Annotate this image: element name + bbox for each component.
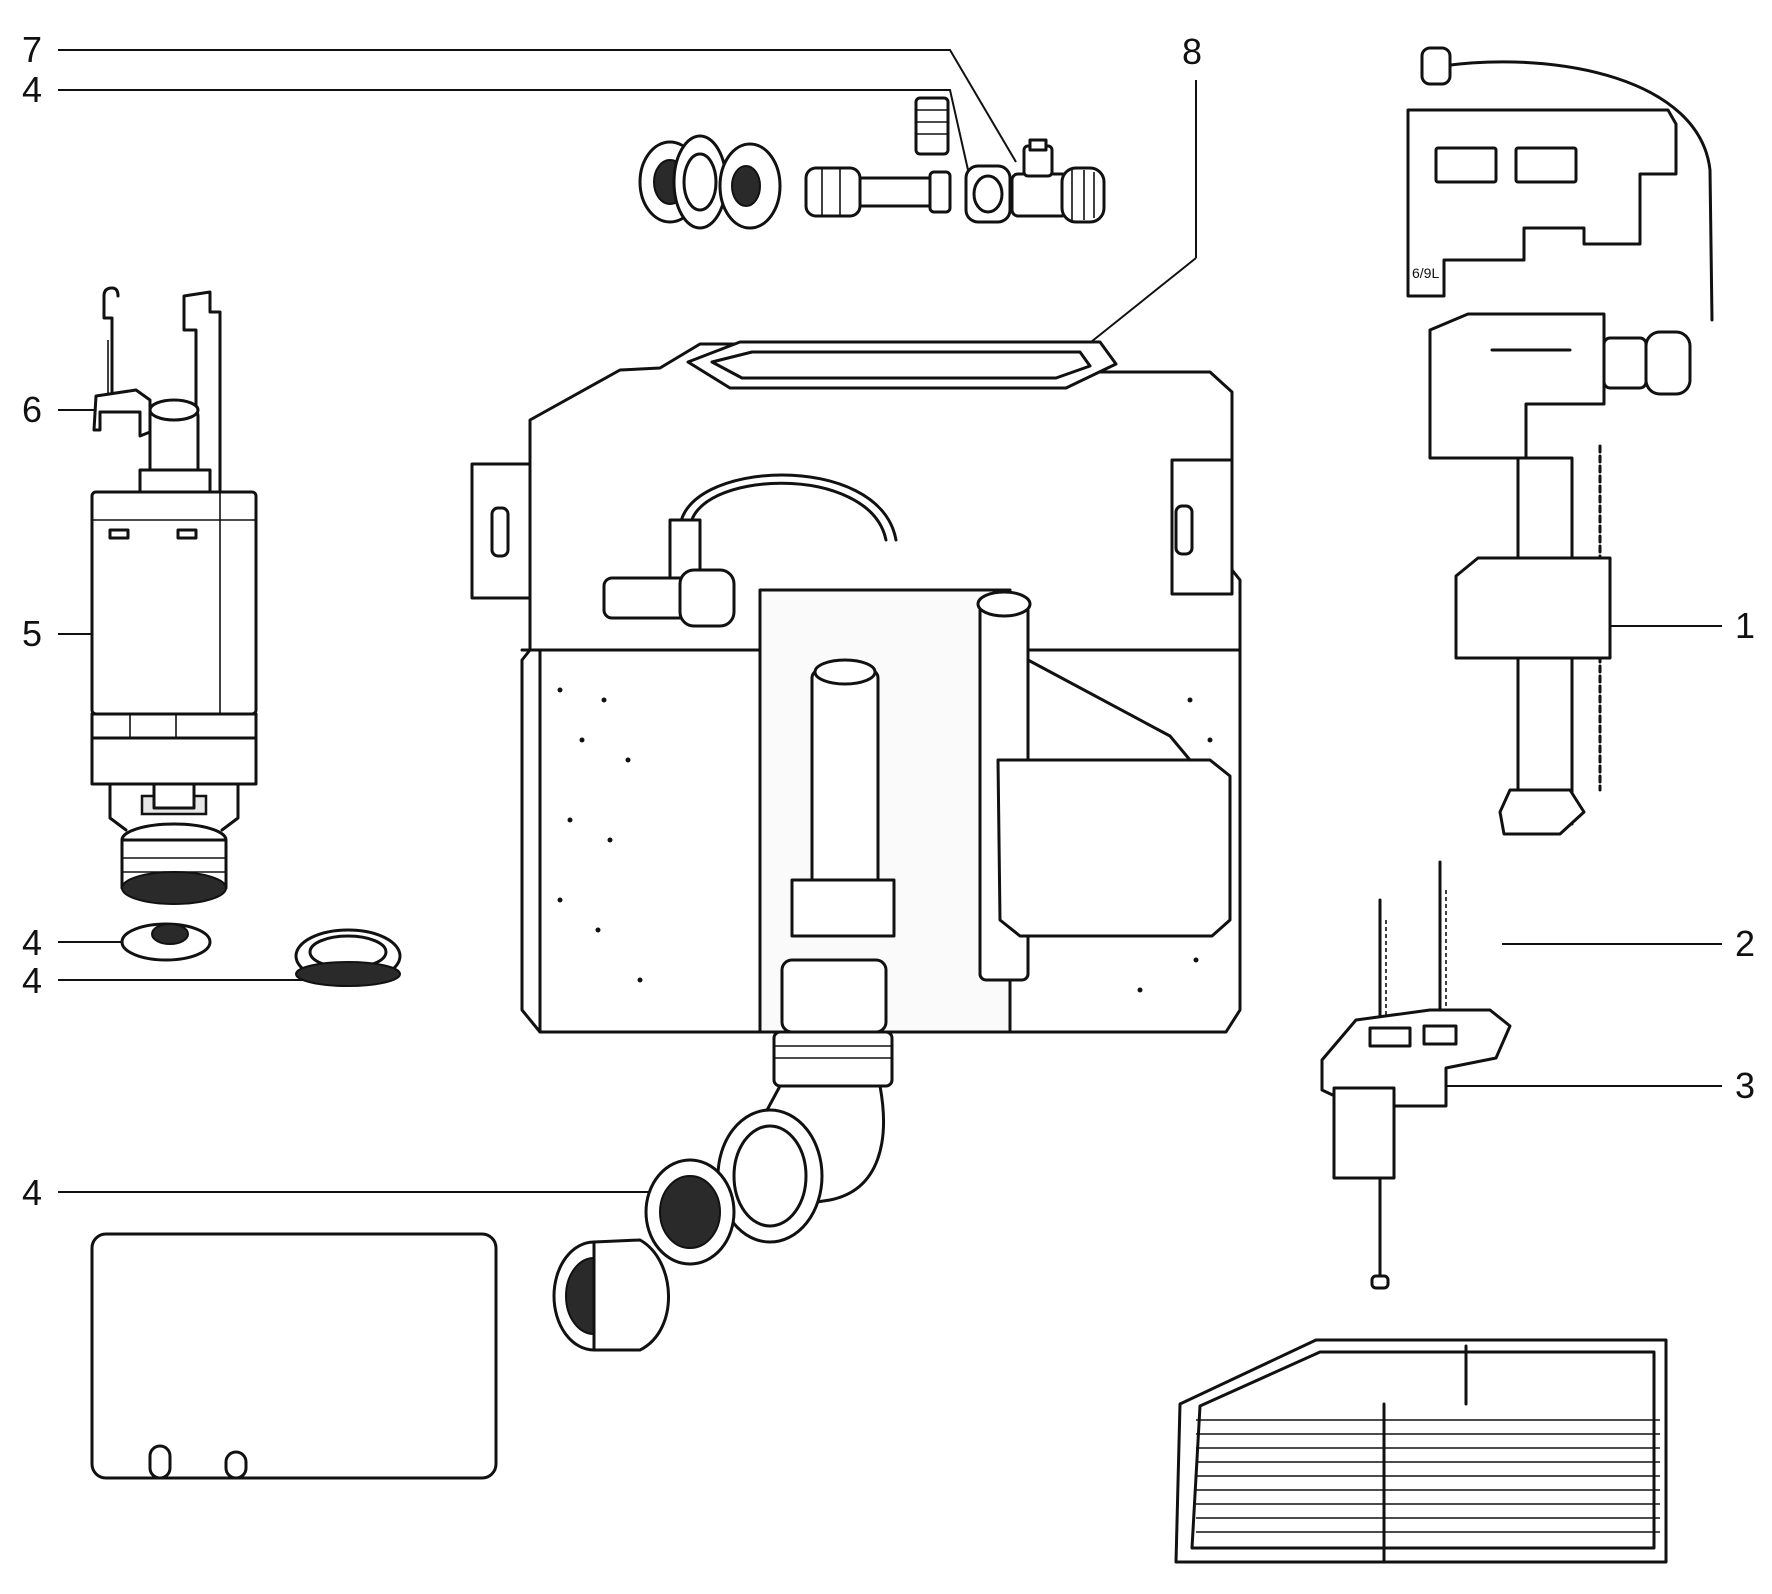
callout-8-label: 8	[1182, 31, 1202, 72]
supply-fittings-illustration	[638, 96, 1106, 230]
callout-4-top: 4	[22, 69, 969, 171]
callout-7-label: 7	[22, 29, 42, 70]
callout-4-seal-label: 4	[22, 960, 42, 1001]
bend-pipe-illustration	[552, 1084, 885, 1352]
callout-5-label: 5	[22, 613, 42, 654]
callout-4-seal: 4	[22, 960, 320, 1001]
valve-marking: 6/9L	[1412, 265, 1439, 281]
callout-6-label: 6	[22, 389, 42, 430]
callout-3: 3	[1432, 1065, 1755, 1106]
mounting-bracket-illustration	[1320, 860, 1512, 1290]
cover-plate-illustration	[90, 1232, 498, 1480]
callout-4-bend-label: 4	[22, 1172, 42, 1213]
callout-7: 7	[22, 29, 1017, 163]
callout-1-label: 1	[1735, 605, 1755, 646]
callout-2-label: 2	[1735, 923, 1755, 964]
callout-4-bend: 4	[22, 1172, 686, 1213]
wall-frame-illustration	[1174, 1338, 1668, 1564]
callout-2: 2	[1502, 923, 1755, 964]
callout-4-washer-label: 4	[22, 922, 42, 963]
callout-4-washer: 4	[22, 922, 136, 963]
fill-valve-illustration: 6/9L	[1406, 46, 1714, 836]
cistern-illustration	[470, 340, 1242, 1088]
callout-3-label: 3	[1735, 1065, 1755, 1106]
washer-illustration	[120, 922, 212, 962]
callout-4-top-label: 4	[22, 69, 42, 110]
flush-valve-illustration	[90, 286, 258, 905]
seal-ring-illustration	[294, 928, 402, 987]
callout-6: 6	[22, 389, 96, 430]
